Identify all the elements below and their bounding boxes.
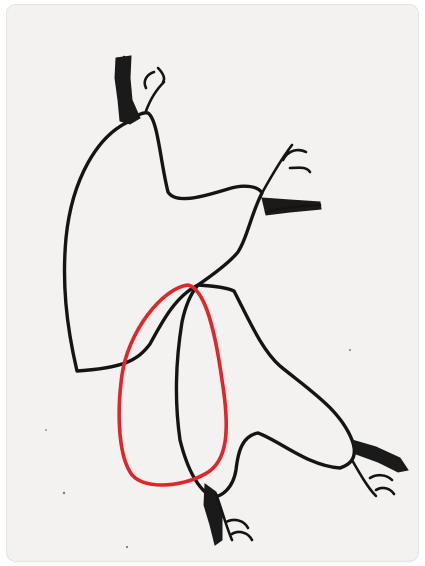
- upper-right-stalk: [262, 145, 321, 215]
- highlight-circle: [119, 285, 226, 485]
- lower-right-stalk: [352, 440, 408, 496]
- bottom-stalk: [204, 484, 252, 545]
- paper-specks: [45, 349, 351, 548]
- lower-right-stalk-hatching: [352, 440, 408, 472]
- upper-outline: [64, 113, 262, 371]
- lower-outline: [176, 285, 354, 497]
- upper-right-tendril: [283, 150, 310, 172]
- upper-left-stalk-hatching: [115, 56, 140, 124]
- bottom-stalk-hatching: [204, 484, 222, 545]
- lower-right-tendril: [370, 475, 394, 494]
- upper-right-stalk-stem: [262, 145, 292, 193]
- upper-left-stalk-stem: [146, 82, 164, 111]
